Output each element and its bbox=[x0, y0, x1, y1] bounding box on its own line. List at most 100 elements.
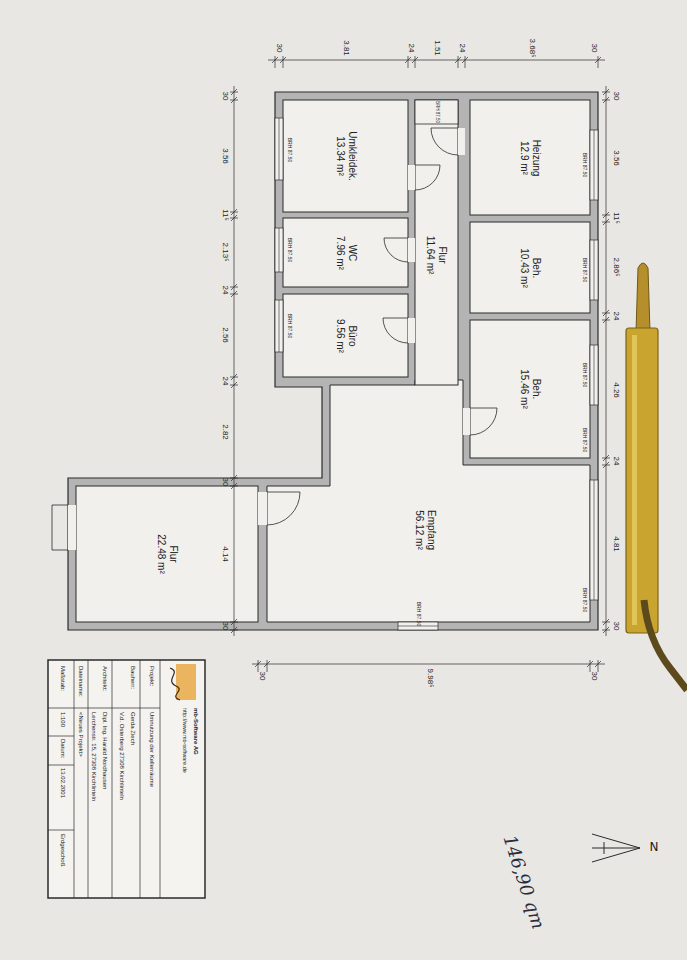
extension-line bbox=[602, 222, 610, 223]
room-area: 11.64 m² bbox=[424, 236, 436, 275]
room-floor bbox=[283, 100, 408, 212]
room-name: WC bbox=[346, 236, 358, 270]
dimension: 2.13⁵ bbox=[221, 243, 230, 262]
floor-name: Erdgeschoß bbox=[59, 834, 66, 866]
sill-height: BRH 87.50 bbox=[286, 314, 292, 338]
room-area: 15.46 m² bbox=[518, 369, 530, 408]
window bbox=[590, 130, 598, 200]
dimension: 2.86⁵ bbox=[612, 258, 621, 277]
room-name: Beh. bbox=[530, 369, 542, 408]
extension-line bbox=[230, 486, 238, 487]
room: Empfang56.12 m² bbox=[330, 470, 520, 590]
window-glass bbox=[594, 130, 595, 200]
window bbox=[590, 240, 598, 300]
room-area: 22.48 m² bbox=[155, 534, 167, 573]
sill-height: BRH 87.50 bbox=[581, 363, 587, 387]
extension-line bbox=[230, 478, 238, 479]
dimension: 30 bbox=[590, 672, 599, 681]
extension-line bbox=[230, 100, 238, 101]
dimension-tick bbox=[231, 97, 237, 103]
door-opening bbox=[258, 492, 267, 525]
company-url: http://www.mb-software.de bbox=[182, 708, 188, 773]
field-value: V.d. Osterberg 27308 Kirchlinteln bbox=[118, 712, 125, 800]
dimension: 2.56 bbox=[221, 327, 230, 343]
sill-height: BRH 87.50 bbox=[435, 101, 440, 123]
dimension-tick bbox=[231, 382, 237, 388]
room-text-group: Heizung12.9 m² bbox=[518, 139, 542, 176]
dimension: 30 bbox=[590, 44, 599, 53]
dimension-line bbox=[268, 56, 605, 68]
extension-line bbox=[230, 622, 238, 623]
room-area: 56.12 m² bbox=[413, 510, 425, 550]
dimension: 2.82 bbox=[221, 424, 230, 440]
extension-line bbox=[602, 313, 610, 314]
dimension-tick bbox=[231, 374, 237, 380]
sill-height: BRH 87.50 bbox=[286, 238, 292, 262]
room-text-group: Beh.10.43 m² bbox=[518, 248, 542, 287]
dimension: 24 bbox=[458, 44, 467, 53]
field-value: Lerchenstr. 15, 27308 Kirchlinteln bbox=[90, 712, 97, 801]
room-text-group: Umkleidek.13.34 m² bbox=[334, 131, 358, 180]
sill-height: BRH 87.50 bbox=[581, 258, 587, 282]
north-label: N bbox=[650, 841, 659, 854]
extension-line bbox=[408, 56, 409, 68]
binder-clip bbox=[626, 328, 658, 633]
room-name: Büro bbox=[346, 319, 358, 353]
dimension: 1.51 bbox=[433, 40, 442, 56]
sill-height: BRH 87.50 bbox=[415, 602, 421, 626]
window bbox=[275, 300, 283, 352]
extension-line bbox=[415, 56, 416, 68]
dimension: 24 bbox=[221, 286, 230, 295]
extension-line bbox=[230, 294, 238, 295]
dimension: 9.98⁵ bbox=[426, 669, 435, 688]
field-name: Dateiname: bbox=[77, 666, 84, 697]
dimension-tick bbox=[231, 291, 237, 297]
room-floor bbox=[470, 320, 590, 458]
dimension-tick bbox=[231, 619, 237, 625]
room: Beh.15.46 m² bbox=[470, 320, 590, 458]
company-name: mb-Software AG bbox=[192, 708, 199, 755]
logo-mark bbox=[176, 664, 196, 700]
title-block-rule bbox=[140, 660, 141, 898]
title-block-rule bbox=[48, 736, 74, 737]
extension-line bbox=[230, 218, 238, 219]
room: Heizung12.9 m² bbox=[470, 100, 590, 215]
window bbox=[590, 345, 598, 405]
extension-line bbox=[598, 660, 599, 672]
field-name: Maßstab: bbox=[59, 666, 66, 691]
window bbox=[275, 228, 283, 272]
room-text-group: WC7.96 m² bbox=[334, 236, 358, 270]
room-name: Heizung bbox=[530, 139, 542, 176]
field-name: Projekt: bbox=[148, 666, 155, 686]
window bbox=[275, 118, 283, 180]
dimension: 3.56 bbox=[612, 150, 621, 166]
window-glass bbox=[279, 300, 280, 352]
room-text-group: Flur22.48 m² bbox=[155, 534, 179, 573]
clip-lever bbox=[636, 263, 650, 332]
handwritten-note: 146,90 qm bbox=[500, 833, 549, 932]
sill-height: BRH 87.50 bbox=[581, 428, 587, 452]
dimension: 30 bbox=[275, 44, 284, 53]
room-name: Umkleidek. bbox=[346, 131, 358, 180]
room-text-group: Flur11.64 m² bbox=[424, 236, 448, 275]
dimension-line bbox=[602, 86, 610, 636]
dimension-tick bbox=[603, 627, 609, 633]
sill-height: BRH 87.50 bbox=[581, 588, 587, 612]
outer-walls bbox=[68, 92, 598, 630]
dimension: 30 bbox=[221, 622, 230, 631]
dimension-tick bbox=[603, 89, 609, 95]
dimension-tick bbox=[603, 219, 609, 225]
room-floor bbox=[415, 100, 458, 385]
window-glass bbox=[594, 240, 595, 300]
field-value: 13.02.2001 bbox=[59, 768, 66, 798]
room-floor bbox=[283, 218, 408, 287]
dimension-tick bbox=[231, 483, 237, 489]
field-value: Gerda Ziech bbox=[129, 712, 136, 745]
dimension: 11⁵ bbox=[612, 212, 621, 224]
extension-line bbox=[602, 92, 610, 93]
room: Beh.10.43 m² bbox=[470, 222, 590, 313]
dimension: 24 bbox=[221, 377, 230, 386]
closet bbox=[415, 100, 458, 124]
dimension: 3.81 bbox=[342, 40, 351, 56]
dimension-tick bbox=[231, 215, 237, 221]
